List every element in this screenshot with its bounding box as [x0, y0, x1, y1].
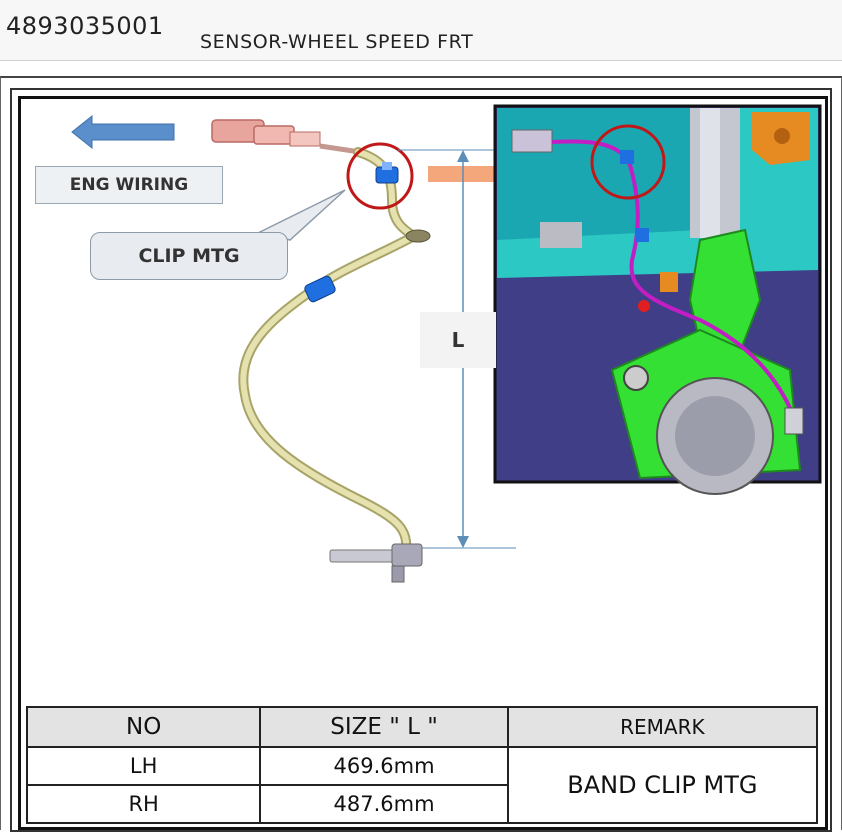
length-label: L: [420, 312, 496, 368]
table-row: RH 487.6mm: [25, 784, 817, 824]
connector-icon: [211, 119, 361, 155]
left-arrow-icon: [71, 114, 175, 150]
sensor-cable: [238, 147, 431, 557]
clip-mtg-label: CLIP MTG: [90, 232, 288, 280]
table-header-row: NO SIZE " L " REMARK: [25, 706, 819, 748]
table-row: LH 469.6mm BAND CLIP MTG: [25, 746, 819, 824]
row-size: 487.6mm: [259, 784, 509, 824]
title-bar: 4893035001 SENSOR-WHEEL SPEED FRT: [0, 0, 842, 61]
clip-upper: [375, 162, 399, 184]
header-size: SIZE " L ": [259, 706, 509, 748]
header-remark: REMARK: [506, 706, 819, 748]
header-no: NO: [25, 706, 262, 748]
sensor-head-icon: [329, 543, 423, 583]
row-no: LH: [25, 746, 262, 786]
row-size: 469.6mm: [259, 746, 509, 786]
size-table: NO SIZE " L " REMARK LH 469.6mm BAND CLI…: [25, 706, 819, 824]
remark-value: BAND CLIP MTG: [506, 746, 819, 824]
row-no: RH: [25, 784, 262, 824]
clip-lower: [304, 275, 336, 303]
inset-3d-view: [493, 104, 822, 495]
part-name: SENSOR-WHEEL SPEED FRT: [200, 31, 474, 53]
part-number: 4893035001: [6, 12, 164, 40]
eng-wiring-label: ENG WIRING: [35, 166, 223, 204]
